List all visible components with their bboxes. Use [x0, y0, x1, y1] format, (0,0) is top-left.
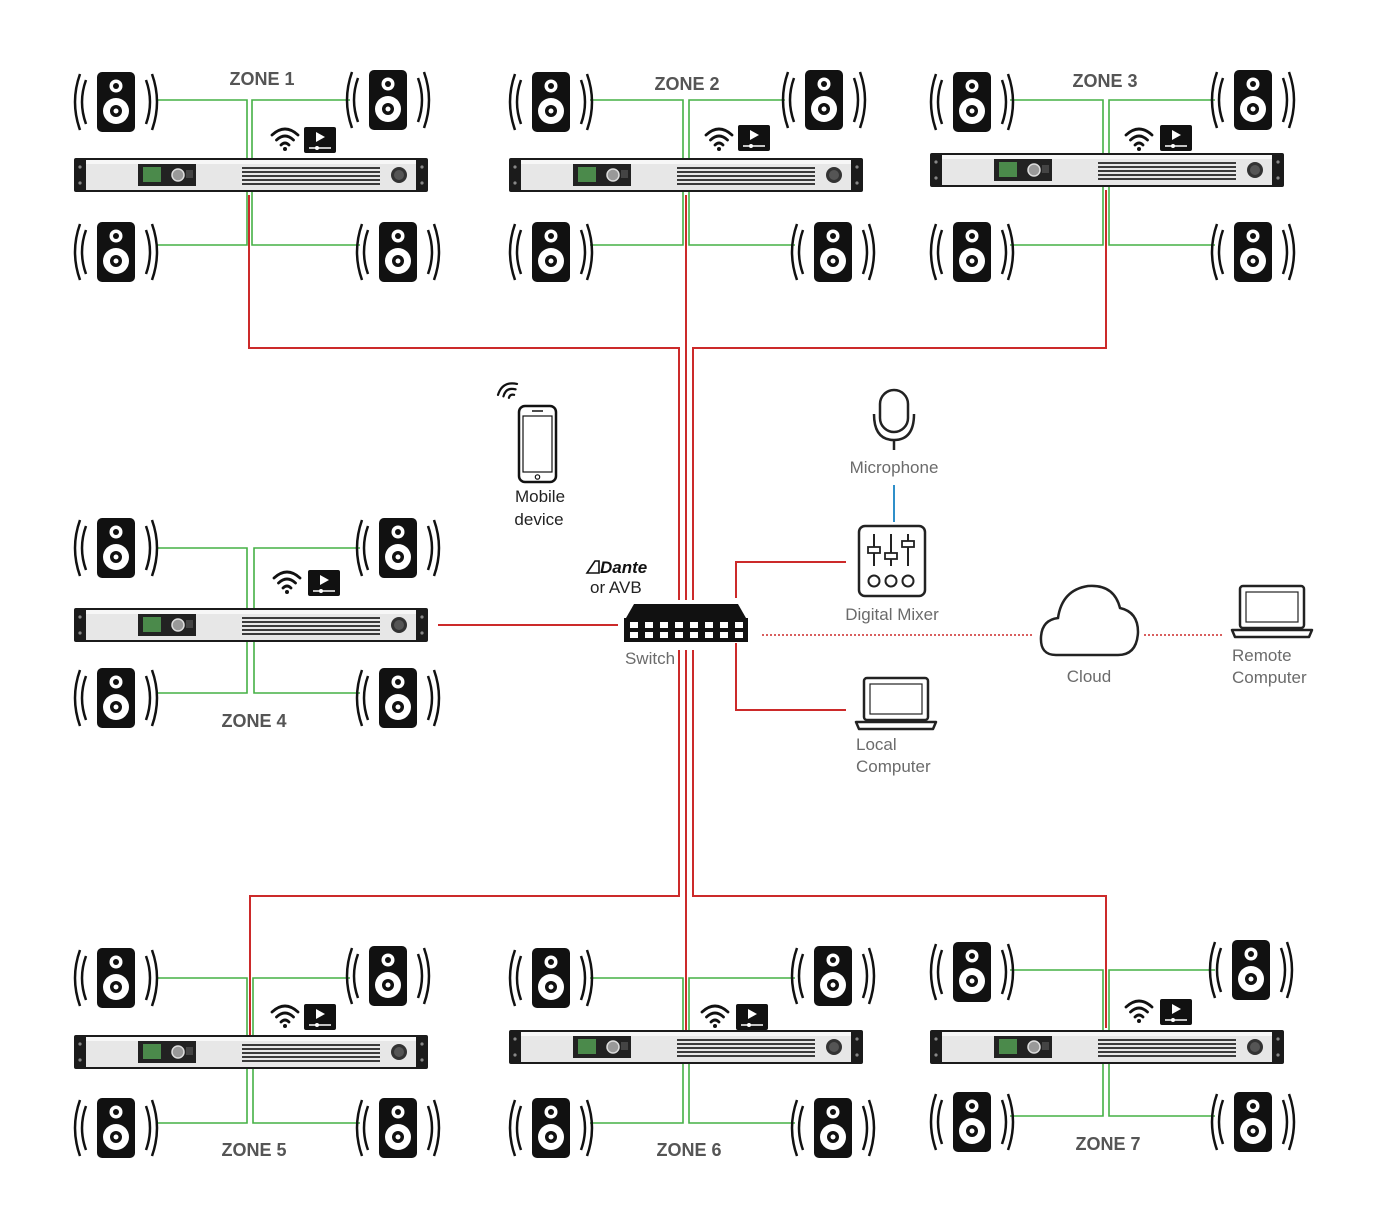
- laptop-icon: [1230, 584, 1314, 639]
- zone-3: ZONE 3: [929, 68, 1296, 284]
- network-switch: Switch: [624, 604, 748, 668]
- network-cable: [249, 650, 680, 1035]
- speaker-icon: [345, 68, 431, 132]
- play-icon: [1159, 124, 1193, 152]
- cloud-icon: [1039, 584, 1140, 657]
- laptop-icon: [854, 676, 938, 731]
- remote-label: Remote: [1232, 646, 1292, 665]
- wifi-icon: [272, 570, 302, 596]
- network-cable: [692, 190, 1107, 600]
- zone-label: ZONE 3: [1072, 71, 1137, 91]
- mobile-device: Mobile device: [496, 382, 565, 529]
- digital-mixer: Digital Mixer: [845, 524, 939, 624]
- speaker-icon: [790, 220, 876, 284]
- network-cable: [735, 561, 846, 598]
- speaker-icon: [508, 1096, 594, 1160]
- remote-label: Computer: [1232, 668, 1307, 687]
- wifi-icon: [1124, 999, 1154, 1025]
- zone-label: ZONE 4: [221, 711, 286, 731]
- wifi-icon: [496, 382, 519, 399]
- zone-label: ZONE 6: [656, 1140, 721, 1160]
- local-label: Local: [856, 735, 897, 754]
- zone-label: ZONE 5: [221, 1140, 286, 1160]
- microphone: Microphone: [850, 388, 939, 477]
- zone-6: ZONE 6: [508, 944, 876, 1160]
- mobile-label: device: [514, 510, 563, 529]
- wifi-icon: [700, 1004, 730, 1030]
- speaker-icon: [73, 666, 159, 730]
- zone-5: ZONE 5: [73, 944, 441, 1160]
- zone-4: ZONE 4: [73, 516, 441, 731]
- play-icon: [307, 569, 341, 597]
- speaker-icon: [790, 944, 876, 1008]
- wifi-icon: [270, 127, 300, 153]
- speaker-icon: [508, 946, 594, 1010]
- wifi-icon: [270, 1004, 300, 1030]
- speaker-icon: [355, 1096, 441, 1160]
- speaker-icon: [1210, 1090, 1296, 1154]
- switch-label: Switch: [625, 649, 675, 668]
- wifi-icon: [1124, 127, 1154, 153]
- speaker-icon: [929, 70, 1015, 134]
- speaker-icon: [1210, 68, 1296, 132]
- local-computer: Local Computer: [854, 676, 938, 776]
- zone-label: ZONE 1: [229, 69, 294, 89]
- speaker-icon: [73, 1096, 159, 1160]
- speaker-icon: [929, 1090, 1015, 1154]
- dante-logo-icon: [585, 560, 600, 574]
- amplifier-icon: [929, 1029, 1285, 1065]
- speaker-icon: [73, 220, 159, 284]
- speaker-icon: [929, 940, 1015, 1004]
- amplifier-icon: [929, 152, 1285, 188]
- play-icon: [1159, 998, 1193, 1026]
- switch-icon: [624, 604, 748, 642]
- speaker-icon: [790, 1096, 876, 1160]
- speaker-icon: [508, 220, 594, 284]
- amplifier-icon: [508, 157, 864, 193]
- speaker-icon: [781, 68, 867, 132]
- amplifier-icon: [508, 1029, 864, 1065]
- zone-label: ZONE 7: [1075, 1134, 1140, 1154]
- cloud-label: Cloud: [1067, 667, 1111, 686]
- avb-label: or AVB: [590, 578, 642, 597]
- network-cable: [735, 643, 846, 711]
- speaker-icon: [73, 946, 159, 1010]
- speaker-icon: [355, 516, 441, 580]
- network-cable: [248, 195, 680, 600]
- speaker-icon: [355, 220, 441, 284]
- zone-label: ZONE 2: [654, 74, 719, 94]
- amplifier-icon: [73, 157, 429, 193]
- network-cable: [692, 650, 1107, 1028]
- phone-icon: [517, 404, 558, 484]
- speaker-icon: [73, 516, 159, 580]
- zone-1: ZONE 1: [73, 68, 441, 284]
- speaker-icon: [1208, 938, 1294, 1002]
- zone-2: ZONE 2: [508, 68, 876, 284]
- speaker-icon: [1210, 220, 1296, 284]
- mixer-label: Digital Mixer: [845, 605, 939, 624]
- mobile-label: Mobile: [515, 487, 565, 506]
- play-icon: [303, 1003, 337, 1031]
- speaker-icon: [73, 70, 159, 134]
- speaker-icon: [355, 666, 441, 730]
- dante-label: Dante: [600, 558, 647, 577]
- protocol-label: Dante or AVB: [585, 558, 647, 597]
- amplifier-icon: [73, 607, 429, 643]
- amplifier-icon: [73, 1034, 429, 1070]
- wifi-icon: [704, 127, 734, 153]
- microphone-icon: [872, 388, 916, 450]
- play-icon: [303, 126, 337, 154]
- play-icon: [735, 1003, 769, 1031]
- speaker-icon: [508, 70, 594, 134]
- cloud: Cloud: [1039, 584, 1140, 686]
- speaker-icon: [929, 220, 1015, 284]
- play-icon: [737, 124, 771, 152]
- remote-computer: Remote Computer: [1230, 584, 1314, 687]
- zone-7: ZONE 7: [929, 938, 1296, 1154]
- mixer-icon: [857, 524, 927, 598]
- speaker-icon: [345, 944, 431, 1008]
- microphone-label: Microphone: [850, 458, 939, 477]
- local-label: Computer: [856, 757, 931, 776]
